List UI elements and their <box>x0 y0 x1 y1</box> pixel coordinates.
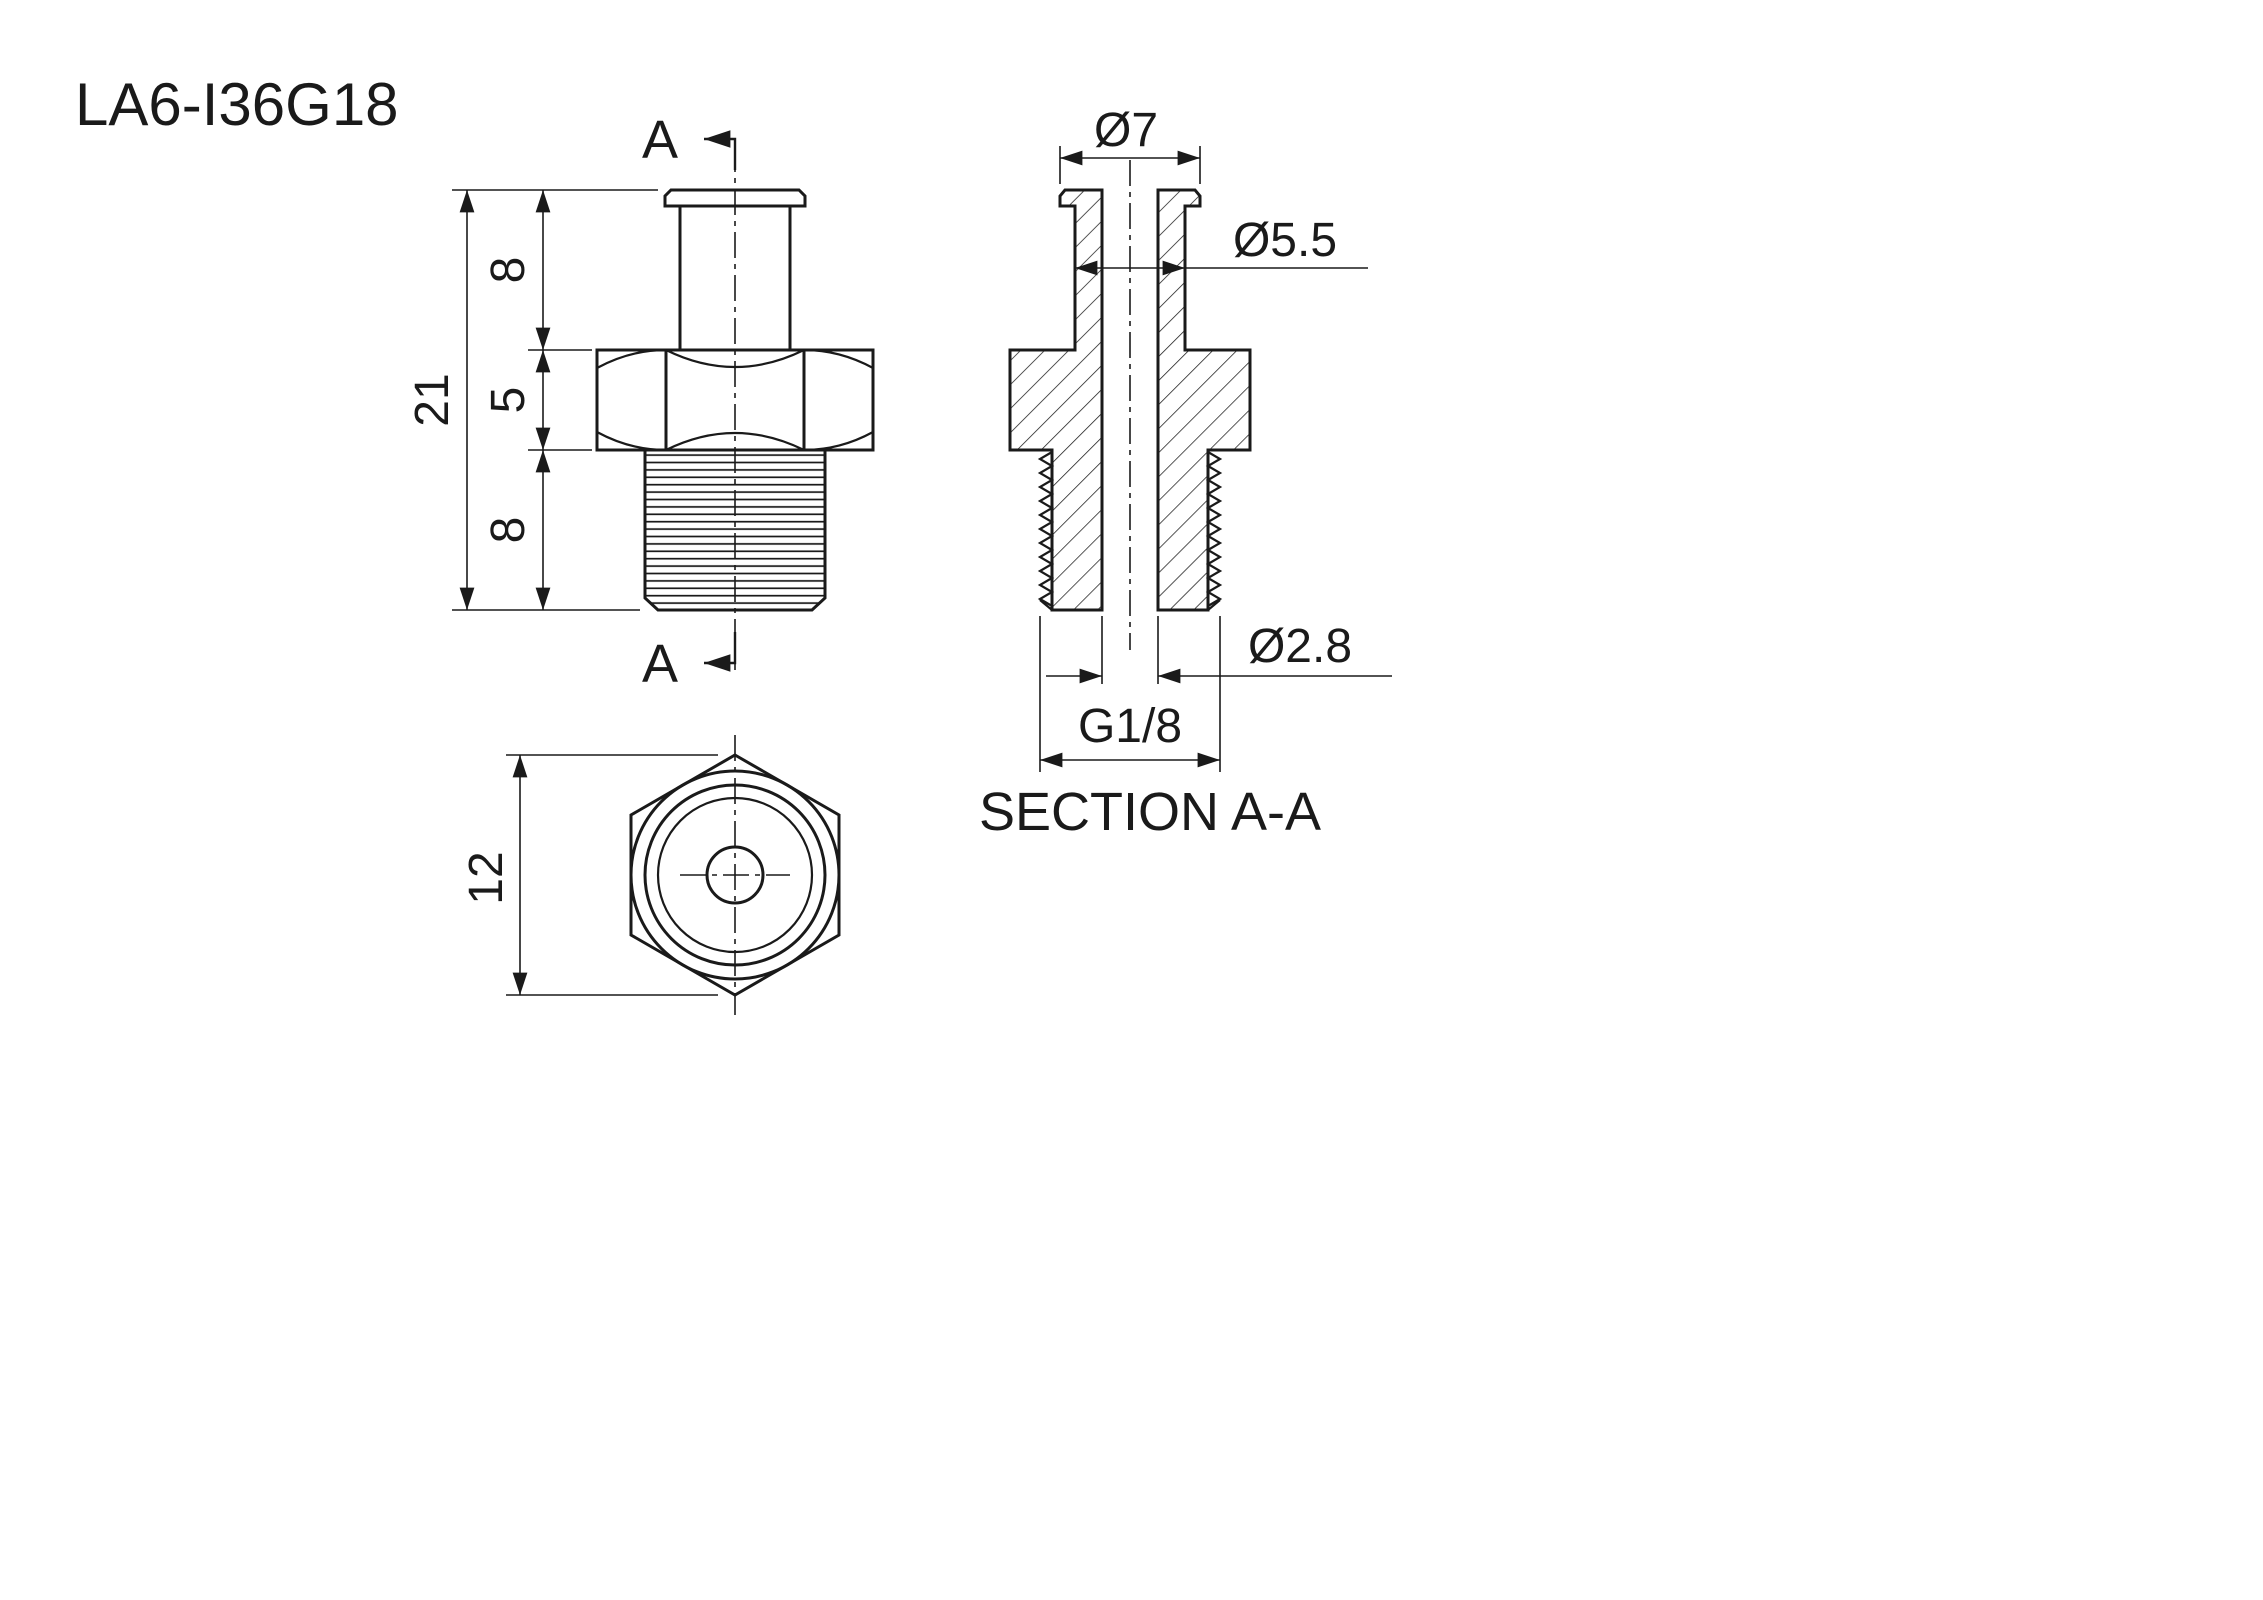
section-arrow-top <box>704 130 737 170</box>
hex-outline-bottom <box>629 753 841 997</box>
hex-chamfer-circle <box>629 769 841 981</box>
barb-cap-front <box>663 188 807 208</box>
thread-minor-circle <box>656 796 814 954</box>
section-label: SECTION A-A <box>979 782 1321 842</box>
section-material-right <box>1156 188 1252 612</box>
dim-barb-diameter: Ø7 <box>1094 104 1158 157</box>
bottom-dimensions: 12 <box>460 754 718 996</box>
thread-front <box>643 448 827 612</box>
dim-thread-spec: G1/8 <box>1078 700 1182 753</box>
section-dimensions: Ø7 Ø5.5 Ø2.8 G1/8 <box>1039 104 1392 772</box>
dim-hex-width: 12 <box>460 851 513 904</box>
thread-section <box>1037 451 1223 611</box>
bore-circle <box>705 845 765 905</box>
dim-stem-diameter: Ø5.5 <box>1233 214 1337 267</box>
front-dimensions: 21 8 5 8 <box>406 189 658 611</box>
thread-major-circle <box>643 783 827 967</box>
section-arrow-bottom <box>704 632 737 672</box>
front-view: A A 21 8 5 8 <box>406 110 875 694</box>
dim-overall-height: 21 <box>406 373 459 426</box>
section-marker-top: A <box>642 110 678 170</box>
section-material-left <box>1008 188 1104 612</box>
dim-barb-length: 8 <box>482 257 535 284</box>
section-view: Ø7 Ø5.5 Ø2.8 G1/8 SECTION A-A <box>979 104 1392 842</box>
dim-hex-height: 5 <box>482 387 535 414</box>
section-marker-bottom: A <box>642 634 678 694</box>
drawing-title: LA6-I36G18 <box>75 71 399 138</box>
dim-thread-length: 8 <box>482 517 535 544</box>
bottom-view: 12 <box>460 735 841 1015</box>
section-cutting-plane: A A <box>642 110 737 694</box>
dim-bore-diameter: Ø2.8 <box>1248 620 1352 673</box>
